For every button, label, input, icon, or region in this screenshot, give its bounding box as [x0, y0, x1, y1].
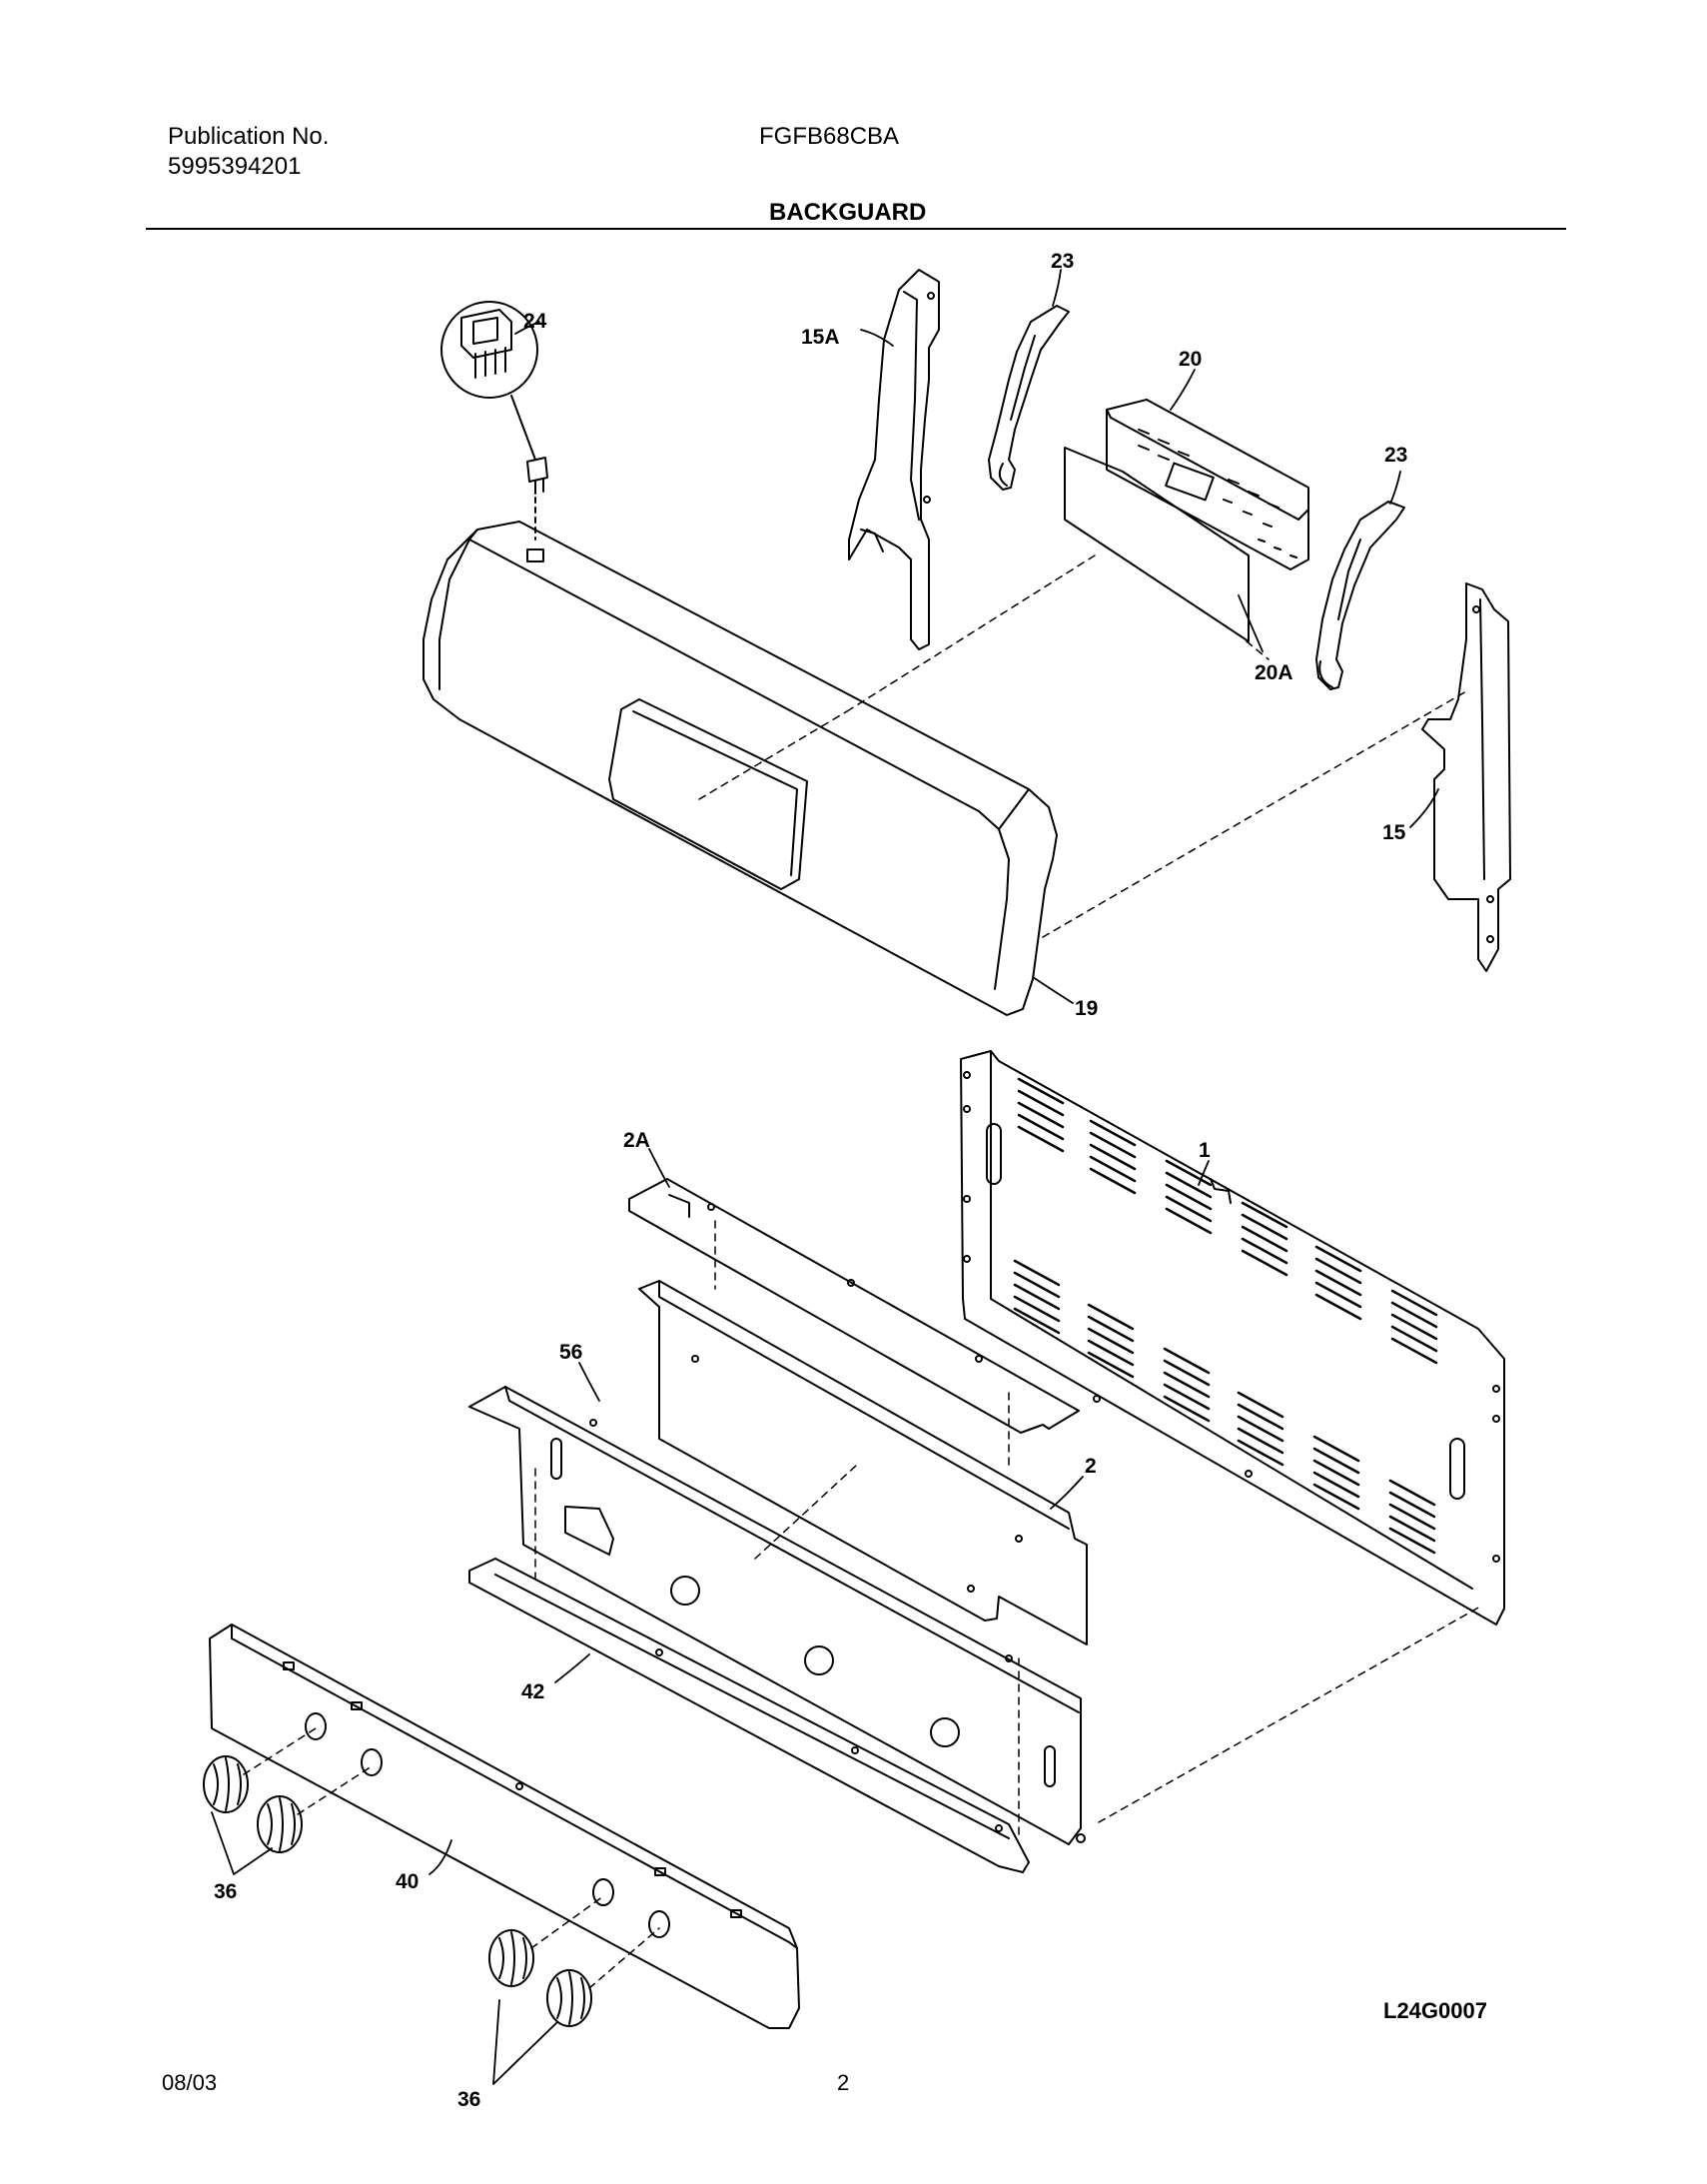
- part-24-switch: [440, 301, 548, 541]
- callout-15A: 15A: [801, 326, 840, 349]
- part-42-trim: [468, 1558, 1030, 1873]
- part-1-back-panel: [960, 1050, 1505, 1626]
- part-56-control-bracket: [468, 1386, 1086, 1845]
- callout-2A: 2A: [623, 1129, 650, 1152]
- callout-36-bottom: 36: [457, 2088, 480, 2111]
- leader-lines: [211, 269, 1439, 2085]
- part-15A-bracket: [848, 269, 940, 650]
- part-19-backguard-panel: [423, 521, 1058, 1016]
- publication-number: 5995394201: [168, 153, 302, 180]
- callout-56: 56: [559, 1341, 582, 1364]
- upper-alignment-lines: [698, 554, 1467, 938]
- callout-19: 19: [1075, 997, 1098, 1020]
- callout-24: 24: [523, 310, 547, 333]
- figure-code: L24G0007: [1383, 1998, 1487, 2023]
- publication-label: Publication No.: [168, 123, 330, 150]
- model-number: FGFB68CBA: [759, 123, 900, 150]
- part-2A-trim: [628, 1178, 1080, 1434]
- part-20-control-board: [1106, 399, 1309, 570]
- callout-36-left: 36: [214, 1880, 237, 1903]
- callout-2: 2: [1085, 1455, 1097, 1478]
- lower-alignment-lines: [243, 1220, 1481, 1989]
- callout-20: 20: [1179, 348, 1202, 371]
- callout-42: 42: [521, 1680, 544, 1703]
- header-rule: [146, 228, 1566, 230]
- callout-40: 40: [396, 1870, 419, 1893]
- callout-1: 1: [1199, 1139, 1211, 1162]
- part-15-bracket: [1421, 582, 1511, 972]
- part-23-clip-top: [988, 305, 1070, 491]
- callout-23-right: 23: [1384, 444, 1407, 467]
- part-36-knobs: [203, 1755, 592, 2027]
- part-20A-overlay: [1064, 447, 1250, 642]
- part-40-control-panel: [209, 1624, 800, 2029]
- callouts: 24 15A 23 20 23 20A 15 19 2A 1 56 2 42 3…: [214, 250, 1407, 2111]
- callout-20A: 20A: [1255, 661, 1293, 684]
- part-2-plate: [638, 1280, 1088, 1645]
- section-title: BACKGUARD: [769, 199, 927, 226]
- part-23-clip-right: [1315, 501, 1405, 690]
- callout-23-top: 23: [1051, 250, 1074, 273]
- footer-date: 08/03: [162, 2070, 218, 2095]
- callout-15: 15: [1382, 821, 1406, 844]
- page-number: 2: [837, 2070, 850, 2095]
